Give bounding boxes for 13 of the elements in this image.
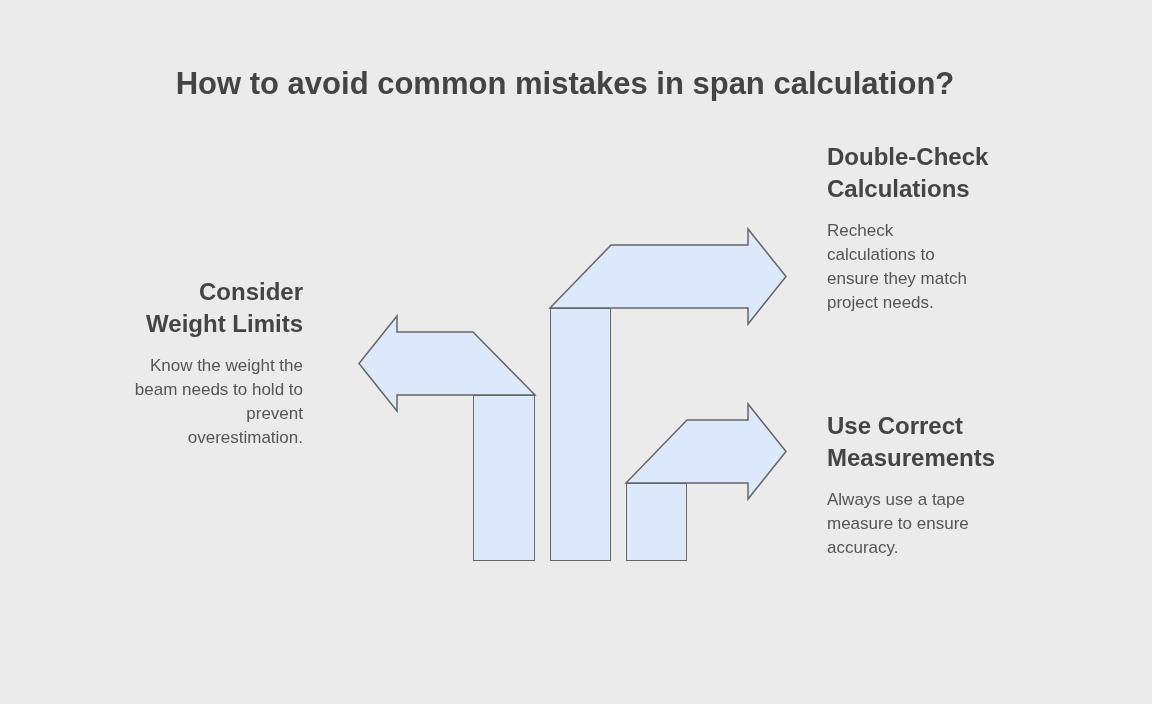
heading: Double-Check Calculations: [827, 142, 990, 204]
bar: [473, 395, 535, 561]
heading: Use Correct Measurements: [827, 411, 997, 473]
bent-arrow: [548, 226, 787, 327]
heading: Consider Weight Limits: [145, 277, 303, 339]
description: Always use a tape measure to ensure accuracy.: [827, 489, 970, 559]
bent-arrow: [358, 313, 537, 414]
bar: [626, 483, 687, 561]
bar: [550, 308, 611, 561]
bent-arrow: [624, 401, 787, 502]
description: Recheck calculations to ensure they match project needs.: [827, 220, 968, 314]
description: Know the weight the beam needs to hold to prevent overestimation.: [133, 355, 303, 449]
title: How to avoid common mistakes in span calculation?: [174, 66, 956, 102]
